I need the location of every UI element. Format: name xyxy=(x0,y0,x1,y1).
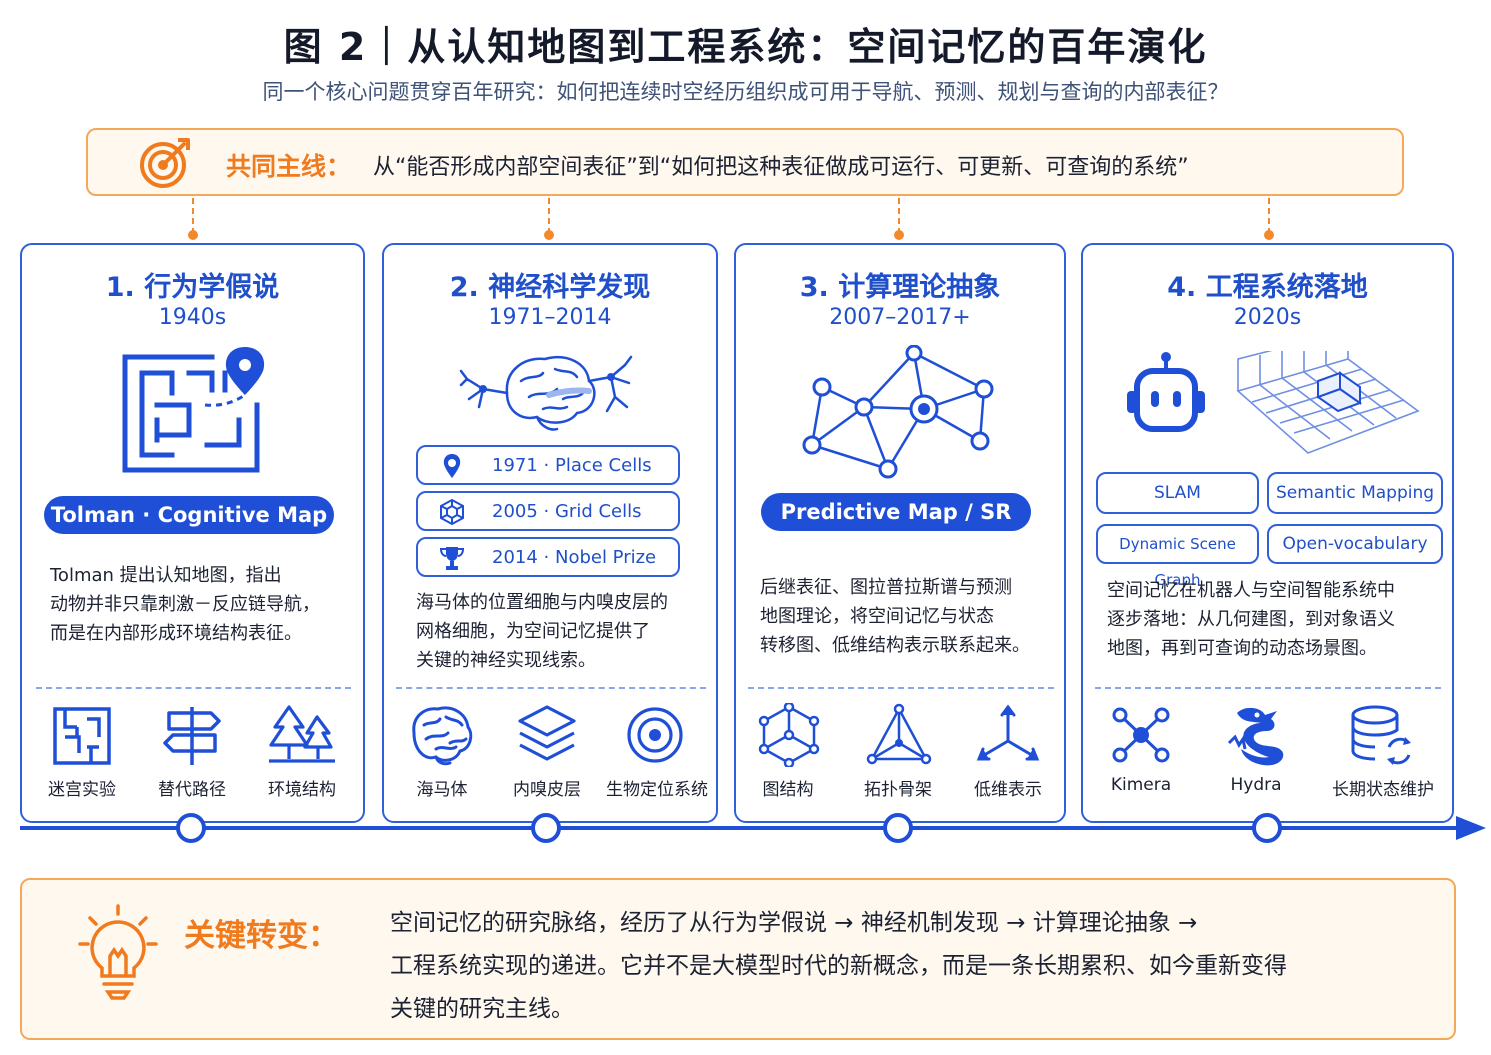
divider xyxy=(396,687,706,689)
method-tag: Open-vocabulary xyxy=(1267,524,1443,564)
timeline-node xyxy=(531,813,561,843)
page-title: 图 2｜从认知地图到工程系统：空间记忆的百年演化 xyxy=(283,25,1208,69)
stage-card-neuroscience: 2. 神经科学发现 1971–2014 1971 · Place Cells 2 xyxy=(382,243,718,823)
timeline-axis xyxy=(20,826,1460,830)
signpost-icon xyxy=(163,707,221,765)
brain-neurons-icon xyxy=(459,355,633,431)
connector-line xyxy=(898,198,900,234)
topology-icon xyxy=(866,703,932,765)
stage-title: 1. 行为学假说 xyxy=(105,272,280,303)
graph-cube-icon xyxy=(758,703,820,767)
stage-title: 4. 工程系统落地 xyxy=(1167,272,1368,303)
maze-pin-icon xyxy=(122,347,265,473)
hexagon-grid-icon xyxy=(440,498,464,526)
key-shift-box: 关键转变： 空间记忆的研究脉络，经历了从行为学假说 → 神经机制发现 → 计算理… xyxy=(20,878,1456,1040)
discovery-chip: 2014 · Nobel Prize xyxy=(416,537,680,577)
layers-icon xyxy=(518,705,576,761)
divider xyxy=(748,687,1054,689)
stage-year: 1940s xyxy=(158,305,227,330)
stage-description: Tolman 提出认知地图，指出动物并非只靠刺激－反应链导航，而是在内部形成环境… xyxy=(50,565,320,644)
stage-card-computational: 3. 计算理论抽象 2007–2017+ xyxy=(734,243,1066,823)
trees-icon xyxy=(269,705,335,763)
icon-label: 迷宫实验 xyxy=(48,780,116,800)
divider xyxy=(1095,687,1441,689)
3d-grid-map-icon xyxy=(1236,351,1420,454)
timeline-node xyxy=(883,813,913,843)
icon-label: 内嗅皮层 xyxy=(513,780,581,800)
network-icon xyxy=(1112,707,1170,763)
target-icon xyxy=(627,707,683,763)
icon-label: Hydra xyxy=(1230,775,1282,795)
connector-line xyxy=(1268,198,1270,234)
stage-card-engineering: 4. 工程系统落地 2020s SLAM Semantic Mapping Dy… xyxy=(1081,243,1454,823)
maze-icon xyxy=(53,707,111,765)
stage-description: 后继表征、图拉普拉斯谱与预测地图理论，将空间记忆与状态转移图、低维结构表示联系起… xyxy=(760,577,1030,656)
concept-pill: Tolman · Cognitive Map xyxy=(44,496,334,534)
database-sync-icon xyxy=(1351,705,1411,765)
target-arrow-icon xyxy=(140,138,190,188)
discovery-chip: 1971 · Place Cells xyxy=(416,445,680,485)
concept-pill: Predictive Map / SR xyxy=(761,493,1031,531)
connector-dot xyxy=(188,230,198,240)
connector-line xyxy=(192,198,194,234)
stage-card-behavioral: 1. 行为学假说 1940s Tolman · Cognitive Map To… xyxy=(20,243,365,823)
mainline-banner: 共同主线： 从“能否形成内部空间表征”到“如何把这种表征做成可运行、可更新、可查… xyxy=(86,128,1404,196)
method-tag: Semantic Mapping xyxy=(1267,472,1443,514)
method-tag: Dynamic Scene Graph xyxy=(1096,524,1259,589)
stage-year: 2007–2017+ xyxy=(829,305,971,330)
lightbulb-icon xyxy=(78,904,158,1000)
divider xyxy=(36,687,351,689)
mainline-label: 共同主线： xyxy=(226,152,352,181)
icon-label: 图结构 xyxy=(762,780,814,800)
icon-label: Kimera xyxy=(1110,775,1172,795)
method-tag: SLAM xyxy=(1096,472,1259,514)
key-shift-label: 关键转变： xyxy=(184,918,339,954)
stage-year: 2020s xyxy=(1233,305,1302,330)
timeline-arrowhead xyxy=(1456,816,1486,840)
connector-dot xyxy=(1264,230,1274,240)
icon-label: 生物定位系统 xyxy=(606,780,708,800)
robot-icon xyxy=(1127,352,1205,432)
location-pin-icon xyxy=(443,454,461,478)
dragon-icon xyxy=(1227,707,1284,766)
icon-label: 海马体 xyxy=(416,780,468,800)
stage-title: 2. 神经科学发现 xyxy=(449,272,651,303)
mainline-text: 从“能否形成内部空间表征”到“如何把这种表征做成可运行、可更新、可查询的系统” xyxy=(373,155,1189,180)
icon-label: 低维表示 xyxy=(974,780,1042,800)
timeline-node xyxy=(176,813,206,843)
trophy-icon xyxy=(439,547,465,570)
icon-label: 替代路径 xyxy=(158,780,226,800)
axes-icon xyxy=(976,704,1040,761)
connector-dot xyxy=(544,230,554,240)
icon-label: 长期状态维护 xyxy=(1332,780,1434,800)
connector-line xyxy=(548,198,550,234)
icon-label: 环境结构 xyxy=(268,780,336,800)
brain-icon xyxy=(412,706,473,766)
stage-year: 1971–2014 xyxy=(488,305,612,330)
timeline-node xyxy=(1252,813,1282,843)
page-subtitle: 同一个核心问题贯穿百年研究：如何把连续时空经历组织成可用于导航、预测、规划与查询… xyxy=(262,80,1229,104)
key-shift-text: 空间记忆的研究脉络，经历了从行为学假说 → 神经机制发现 → 计算理论抽象 → … xyxy=(390,910,1287,1022)
discovery-chip: 2005 · Grid Cells xyxy=(416,491,680,531)
network-graph-icon xyxy=(802,345,994,479)
icon-label: 拓扑骨架 xyxy=(864,780,932,800)
connector-dot xyxy=(894,230,904,240)
stage-description: 空间记忆在机器人与空间智能系统中逐步落地：从几何建图，到对象语义地图，再到可查询… xyxy=(1107,580,1395,659)
stage-description: 海马体的位置细胞与内嗅皮层的网格细胞，为空间记忆提供了关键的神经实现线索。 xyxy=(416,592,668,671)
stage-title: 3. 计算理论抽象 xyxy=(799,272,1001,303)
